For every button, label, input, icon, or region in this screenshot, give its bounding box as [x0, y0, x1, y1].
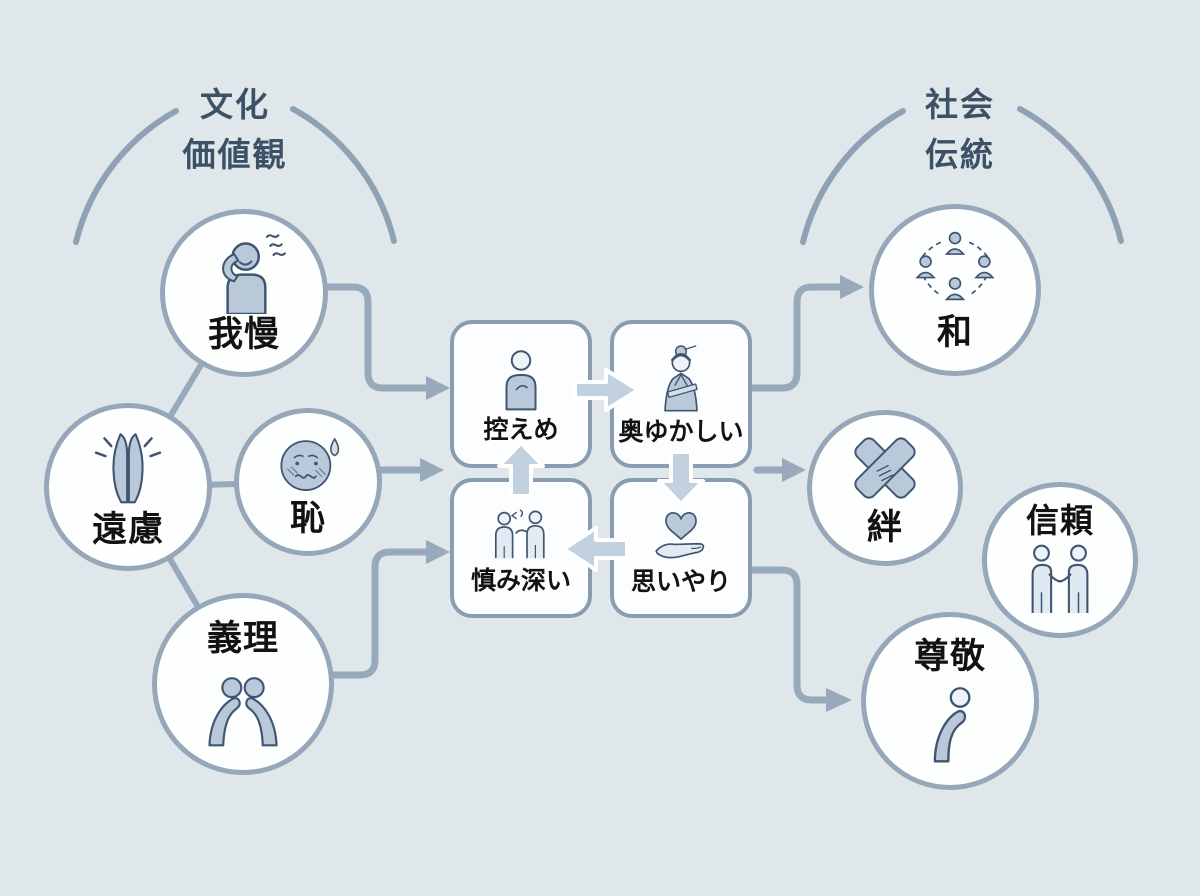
flow-box-omoiyari: 思いやり	[610, 478, 752, 618]
node-label-gaman: 我慢	[207, 315, 280, 356]
people-circle-icon	[912, 228, 998, 312]
kimono-woman-icon	[647, 344, 715, 414]
flow-box-label-hikaeme: 控えめ	[483, 415, 559, 444]
connector-giri-to-tsutsushimibukai	[314, 548, 430, 679]
modest-person-icon	[488, 346, 554, 412]
connector-gaman-to-hikaeme	[316, 283, 430, 392]
right-group-title-line1: 社会	[925, 85, 995, 124]
arrowhead	[426, 376, 450, 400]
node-label-sonkei: 尊敬	[913, 637, 986, 678]
left-group-title-line1: 文化	[200, 85, 270, 124]
left-group-label: 文化 価値観	[85, 80, 385, 179]
connector-omoiyari-to-sonkei	[748, 566, 830, 704]
right-group-title-line2: 伝統	[925, 134, 995, 174]
node-wa: 和	[869, 204, 1041, 376]
flow-box-label-tsutsushimibukai: 慎み深い	[470, 566, 571, 595]
stacked-hands-icon	[845, 429, 925, 507]
connector-okuyukashii-to-wa	[748, 283, 844, 392]
node-enryo: 遠慮	[44, 403, 212, 571]
flow-box-okuyukashii: 奥ゆかしい	[610, 320, 752, 468]
right-group-label: 社会 伝統	[810, 80, 1110, 179]
arrowhead	[826, 688, 852, 712]
bowing-pair-icon	[195, 661, 291, 747]
node-label-haji: 恥	[289, 499, 326, 540]
node-shinrai: 信頼	[982, 482, 1138, 638]
arrowhead	[420, 458, 444, 482]
stressed-person-icon	[194, 232, 294, 315]
flow-box-tsutsushimibukai: 慎み深い	[450, 478, 592, 618]
node-label-enryo: 遠慮	[91, 510, 164, 551]
flow-box-label-omoiyari: 思いやり	[630, 567, 731, 596]
heart-in-hand-icon	[644, 502, 718, 564]
node-label-shinrai: 信頼	[1026, 501, 1094, 541]
flow-box-hikaeme: 控えめ	[450, 320, 592, 468]
node-label-wa: 和	[936, 313, 973, 354]
arrowhead	[840, 275, 864, 299]
node-label-giri: 義理	[206, 619, 279, 660]
node-haji: 恥	[234, 408, 382, 556]
handshake-icon	[1019, 542, 1101, 616]
node-kizuna: 絆	[807, 410, 963, 566]
arrowhead	[426, 540, 450, 564]
node-sonkei: 尊敬	[861, 612, 1039, 790]
flow-box-label-okuyukashii: 奥ゆかしい	[618, 417, 744, 446]
left-group-title-line2: 価値観	[182, 134, 288, 174]
talking-pair-icon	[479, 503, 563, 563]
arrowhead	[782, 458, 806, 482]
node-label-kizuna: 絆	[866, 508, 903, 549]
embarrassed-face-icon	[270, 426, 346, 498]
node-gaman: 我慢	[160, 209, 328, 377]
praying-hands-icon	[85, 425, 171, 509]
bowing-person-icon	[916, 679, 984, 763]
node-giri: 義理	[152, 593, 334, 775]
